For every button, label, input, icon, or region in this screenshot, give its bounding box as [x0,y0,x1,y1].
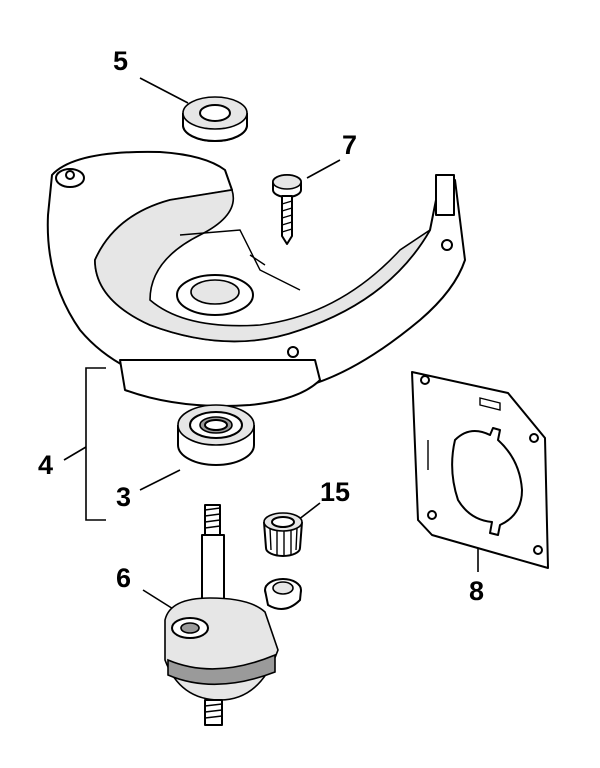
callout-8: 8 [469,576,485,606]
part-6-crankshaft [164,504,302,726]
callout-3: 3 [116,482,132,512]
leader-15 [297,502,321,521]
leader-5 [139,77,189,104]
callout-5: 5 [113,46,129,76]
leader-7 [306,159,341,179]
part-15-needle-cage [263,512,303,557]
leader-3 [139,469,181,491]
leader-4 [63,446,87,461]
part-8-gasket [411,371,549,569]
part-3-ball-bearing [177,404,255,466]
callout-7: 7 [342,130,358,160]
part-7-screw [272,174,302,245]
callout-4: 4 [38,450,54,480]
callout-6: 6 [116,563,132,593]
part-4-crankcase [46,150,466,407]
callout-15: 15 [320,477,351,507]
part-5-oil-seal [182,96,248,142]
leader-bracket-4 [85,367,106,521]
leader-lines [63,77,479,613]
